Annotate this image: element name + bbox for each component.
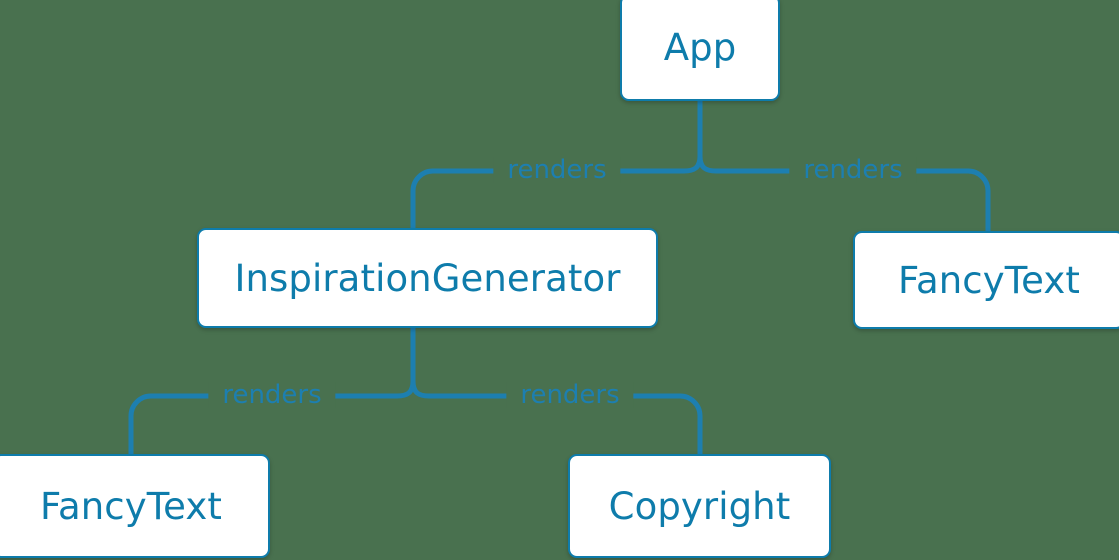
node-fancytext-right-label: FancyText	[898, 258, 1080, 302]
edge-inspgen-to-fancyleft	[128, 380, 416, 454]
node-inspirationgenerator-label: InspirationGenerator	[234, 256, 621, 300]
node-inspirationgenerator[interactable]: InspirationGenerator	[197, 228, 658, 328]
edge-app-to-fancyright	[697, 155, 991, 231]
node-app[interactable]: App	[620, 0, 780, 101]
node-fancytext-right[interactable]: FancyText	[853, 231, 1119, 329]
edge-label-app-fancyright: renders	[789, 157, 917, 183]
edge-label-inspgen-copyright: renders	[506, 382, 634, 408]
edge-label-inspgen-fancyleft: renders	[208, 382, 336, 408]
node-copyright-label: Copyright	[608, 484, 791, 528]
node-copyright[interactable]: Copyright	[568, 454, 831, 558]
node-fancytext-left-label: FancyText	[40, 484, 222, 528]
node-app-label: App	[663, 26, 737, 69]
edge-app-to-inspgen	[410, 155, 703, 228]
edge-label-app-inspgen: renders	[493, 157, 621, 183]
node-fancytext-left[interactable]: FancyText	[0, 454, 270, 558]
edge-inspgen-to-copyright	[410, 380, 703, 454]
